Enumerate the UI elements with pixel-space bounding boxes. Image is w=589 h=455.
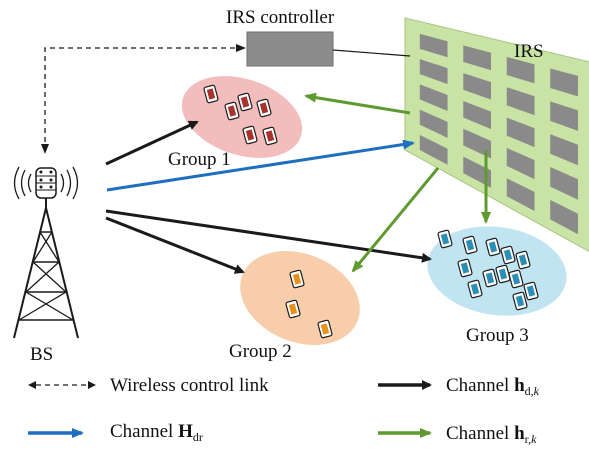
phone-screen — [227, 105, 237, 117]
user-phones — [203, 84, 539, 339]
phone-screen — [259, 102, 269, 114]
phone-screen — [240, 96, 250, 108]
phone-screen — [485, 272, 495, 284]
channel-hdk-arrow-group1 — [105, 120, 199, 166]
legend-hdk-channel-word: Channel — [446, 375, 510, 396]
irs-element — [506, 178, 535, 212]
bs-tower — [13, 190, 79, 339]
phone-screen — [526, 285, 536, 297]
legend-hdr-subscript: dr — [192, 430, 203, 444]
irs-element — [550, 68, 578, 97]
irs-element — [419, 33, 448, 58]
channel-hdk-arrow-group2 — [105, 216, 245, 274]
group1-label: Group 1 — [168, 149, 231, 170]
phone-screen — [503, 249, 513, 261]
legend-hdk-text: Channel hd,k — [446, 376, 539, 397]
wireless-link-arrowhead-top — [236, 44, 246, 52]
irs-label: IRS — [514, 41, 544, 62]
phone-screen — [206, 88, 216, 100]
legend-hdr-symbol-text: H — [178, 421, 193, 442]
irs-element — [550, 199, 578, 235]
legend-hdr-text: Channel Hdr — [110, 422, 203, 443]
irs-panel — [404, 17, 589, 253]
phone-screen — [465, 239, 475, 251]
phone-screen — [460, 262, 470, 274]
legend-wireless-text: Wireless control link — [110, 375, 269, 396]
irs-element — [463, 73, 492, 100]
phone-screen — [515, 295, 525, 307]
legend-hrk-subscript: r,k — [524, 432, 537, 446]
bs-signal-waves-icon — [13, 166, 79, 200]
channel-hrk-arrow-group2 — [351, 167, 440, 273]
legend-hdr-channel-word: Channel — [110, 421, 174, 442]
controller-to-irs-line — [332, 49, 411, 57]
irs-element — [463, 100, 492, 130]
group2-ellipse — [240, 251, 360, 345]
irs-controller-label: IRS controller — [226, 7, 335, 28]
irs-element — [463, 128, 492, 159]
phone-screen — [265, 130, 275, 142]
irs-controller-box — [246, 31, 334, 67]
phone-screen — [488, 241, 498, 253]
irs-element — [463, 45, 492, 71]
irs-element — [419, 134, 448, 165]
phone-screen — [245, 129, 255, 141]
channel-hdr-arrow — [106, 139, 415, 192]
bs-label: BS — [30, 344, 54, 365]
legend-hdk-subscript: d,k — [524, 384, 539, 398]
phone-screen — [440, 233, 450, 245]
irs-element — [550, 167, 578, 200]
irs-element — [506, 56, 535, 84]
phone-screen — [470, 283, 480, 295]
legend-hdk-symbol-text: h — [514, 375, 525, 396]
phone-screen — [320, 323, 330, 335]
channel-hrk-arrow-group1 — [304, 92, 411, 115]
bs-antenna-icon — [35, 167, 57, 199]
phone-screen — [518, 254, 528, 266]
legend-hrk-channel-word: Channel — [446, 423, 510, 444]
channel-hdk-arrow-group3 — [105, 209, 432, 263]
legend-hrk-text: Channel hr,k — [446, 424, 537, 445]
irs-element — [550, 101, 578, 131]
irs-element — [419, 109, 448, 138]
irs-element — [419, 59, 448, 85]
phone-screen — [288, 303, 298, 315]
irs-element — [506, 117, 535, 148]
legend-hrk-symbol-text: h — [514, 423, 525, 444]
irs-element — [550, 134, 578, 166]
legend-wireless-symbol — [28, 381, 96, 389]
irs-element — [463, 156, 492, 188]
wireless-control-link — [44, 47, 244, 150]
irs-element — [506, 87, 535, 116]
irs-element — [506, 147, 535, 180]
group2-label: Group 2 — [229, 341, 292, 362]
phone-screen — [498, 268, 508, 280]
phone-screen — [292, 273, 302, 285]
irs-element — [419, 84, 448, 111]
wireless-link-arrowhead-bottom — [41, 144, 49, 154]
group3-label: Group 3 — [466, 325, 529, 346]
phone-screen — [511, 273, 521, 285]
